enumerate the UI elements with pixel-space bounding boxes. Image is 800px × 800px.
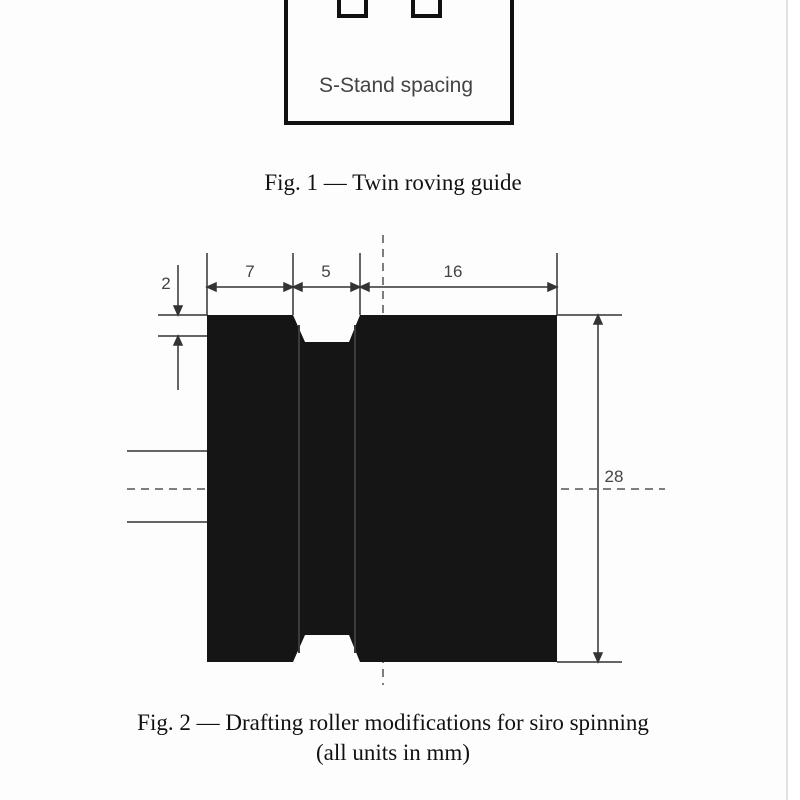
guide-slot-left — [337, 0, 368, 18]
guide-slot-right — [411, 0, 442, 18]
fig2-caption-line2: (all units in mm) — [316, 740, 470, 765]
dim-label-7: 7 — [245, 262, 254, 281]
fig1-drawing: S-Stand spacing — [284, 0, 514, 125]
fig2-drawing: 2 7 5 16 28 — [127, 235, 665, 685]
dim-label-2: 2 — [161, 274, 170, 293]
fig1-caption: Fig. 1 — Twin roving guide — [264, 170, 522, 195]
roller-body — [207, 315, 557, 662]
box-label: S-Stand spacing — [319, 74, 473, 97]
dim-label-28: 28 — [605, 467, 624, 486]
guide-box — [284, 0, 514, 125]
fig2-caption-line1: Fig. 2 — Drafting roller modifications f… — [137, 710, 649, 735]
dim-label-5: 5 — [321, 262, 330, 281]
dim-label-16: 16 — [444, 262, 463, 281]
fig2-caption: Fig. 2 — Drafting roller modifications f… — [0, 708, 786, 768]
